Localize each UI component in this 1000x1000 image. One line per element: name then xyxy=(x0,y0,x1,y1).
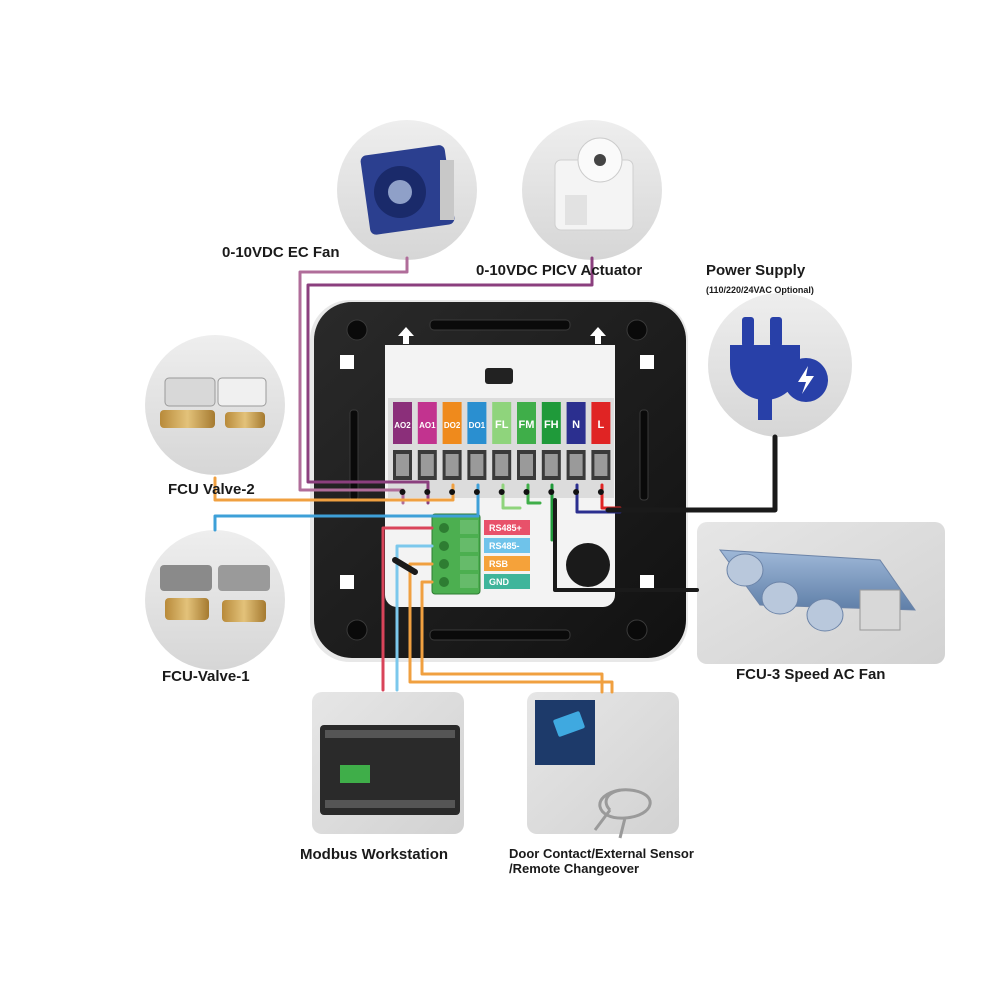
power-supply-note-text: 110/220/24VAC Optional xyxy=(709,285,811,295)
terminal-color-n xyxy=(566,402,586,444)
terminal-pin-ao1 xyxy=(424,489,431,495)
label-power-supply: Power Supply xyxy=(706,262,806,279)
terminal-color-do2 xyxy=(442,402,462,444)
rs485-label-rs485: RS485+ xyxy=(489,523,522,533)
terminal-n: N xyxy=(566,402,586,480)
terminal-pin-fm xyxy=(523,489,530,495)
terminal-pin-fl xyxy=(498,489,505,495)
terminal-pins xyxy=(399,489,604,495)
rs485-tag-gnd xyxy=(484,574,530,589)
wire-fan-main xyxy=(553,498,699,592)
power-supply-image xyxy=(708,293,852,437)
terminal-color-l xyxy=(591,402,611,444)
wires xyxy=(213,256,778,694)
terminal-label-n: N xyxy=(572,419,580,431)
terminal-screw-head-do1 xyxy=(470,454,484,476)
terminal-color-ao1 xyxy=(417,402,437,444)
wire-valve1 xyxy=(213,483,480,532)
label-ec-fan: 0-10VDC EC Fan xyxy=(222,244,340,261)
terminal-screw-head-fh xyxy=(544,454,558,476)
terminal-fm: FM xyxy=(517,402,536,480)
terminal-color-ao2 xyxy=(393,402,412,444)
terminal-strip: AO2 AO1 DO2 DO1 FL FM FH N L xyxy=(393,402,611,480)
wire-picv xyxy=(306,256,594,505)
rs485-tag-rs485 xyxy=(484,538,530,553)
wire-power xyxy=(605,434,778,513)
terminal-do2: DO2 xyxy=(442,402,462,480)
label-fcu-fan: FCU-3 Speed AC Fan xyxy=(736,666,886,683)
terminal-do1: DO1 xyxy=(467,402,487,480)
wire-rs485-plus xyxy=(381,526,434,692)
wire-rsb xyxy=(408,562,614,694)
label-fcu-valve-2: FCU Valve-2 xyxy=(168,481,255,498)
fcu-fan-image xyxy=(697,522,945,664)
rs485-label-gnd: GND xyxy=(489,577,510,587)
rs485-label-rs485: RS485- xyxy=(489,541,520,551)
door-contact-image xyxy=(527,692,679,839)
terminal-label-fm: FM xyxy=(519,419,535,431)
terminal-screw-head-l xyxy=(594,454,608,476)
label-picv-actuator: 0-10VDC PICV Actuator xyxy=(476,262,643,279)
terminal-screw-head-fl xyxy=(495,454,509,476)
modbus-workstation-image xyxy=(312,692,464,834)
rs485-label-rsb: RSB xyxy=(489,559,509,569)
terminal-ao2: AO2 xyxy=(393,402,412,480)
terminal-screw-head-n xyxy=(569,454,583,476)
terminal-screw-head-do2 xyxy=(445,454,459,476)
fcu-valve-1-image xyxy=(145,530,285,670)
terminal-label-do1: DO1 xyxy=(469,421,486,430)
rs485-label-strip: RS485+ RS485- RSB GND xyxy=(484,520,530,589)
fcu-valve-2-image xyxy=(145,335,285,475)
terminal-screw-head-fm xyxy=(520,454,533,476)
terminal-color-fl xyxy=(492,402,512,444)
terminal-l: L xyxy=(591,402,611,480)
terminal-color-do1 xyxy=(467,402,487,444)
label-door-contact-line1: Door Contact/External Sensor xyxy=(509,846,694,861)
terminal-label-l: L xyxy=(598,419,605,431)
terminal-color-fm xyxy=(517,402,536,444)
terminal-color-fh xyxy=(541,402,561,444)
label-fcu-valve-1: FCU-Valve-1 xyxy=(162,668,250,685)
terminal-pin-l xyxy=(597,489,604,495)
rs485-connector xyxy=(431,513,481,595)
terminal-screw-head-ao2 xyxy=(396,454,409,476)
picv-actuator-image xyxy=(522,120,662,260)
terminal-fl: FL xyxy=(492,402,512,480)
rs485-tag-rs485 xyxy=(484,520,530,535)
label-modbus: Modbus Workstation xyxy=(300,846,449,863)
terminal-pin-do1 xyxy=(473,489,480,495)
label-door-contact-line2: /Remote Changeover xyxy=(509,861,640,876)
terminal-pin-ao2 xyxy=(399,489,406,495)
label-power-supply-note: (110/220/24VAC Optional) xyxy=(706,285,814,295)
ec-fan-image xyxy=(337,120,477,260)
terminal-pin-n xyxy=(573,489,580,495)
terminal-ao1: AO1 xyxy=(417,402,437,480)
terminal-label-ao2: AO2 xyxy=(394,421,411,430)
label-door-contact: Door Contact/External Sensor /Remote Cha… xyxy=(509,846,694,876)
terminal-pin-fh xyxy=(548,489,555,495)
wire-gnd xyxy=(420,580,604,694)
terminal-label-ao1: AO1 xyxy=(419,421,436,430)
wire-rs485-minus xyxy=(395,544,434,692)
terminal-label-fl: FL xyxy=(495,419,509,431)
terminal-label-fh: FH xyxy=(544,419,559,431)
terminal-fh: FH xyxy=(541,402,561,480)
terminal-label-do2: DO2 xyxy=(444,421,461,430)
rs485-tag-rsb xyxy=(484,556,530,571)
terminal-pin-do2 xyxy=(449,489,456,495)
terminal-screw-head-ao1 xyxy=(420,454,434,476)
